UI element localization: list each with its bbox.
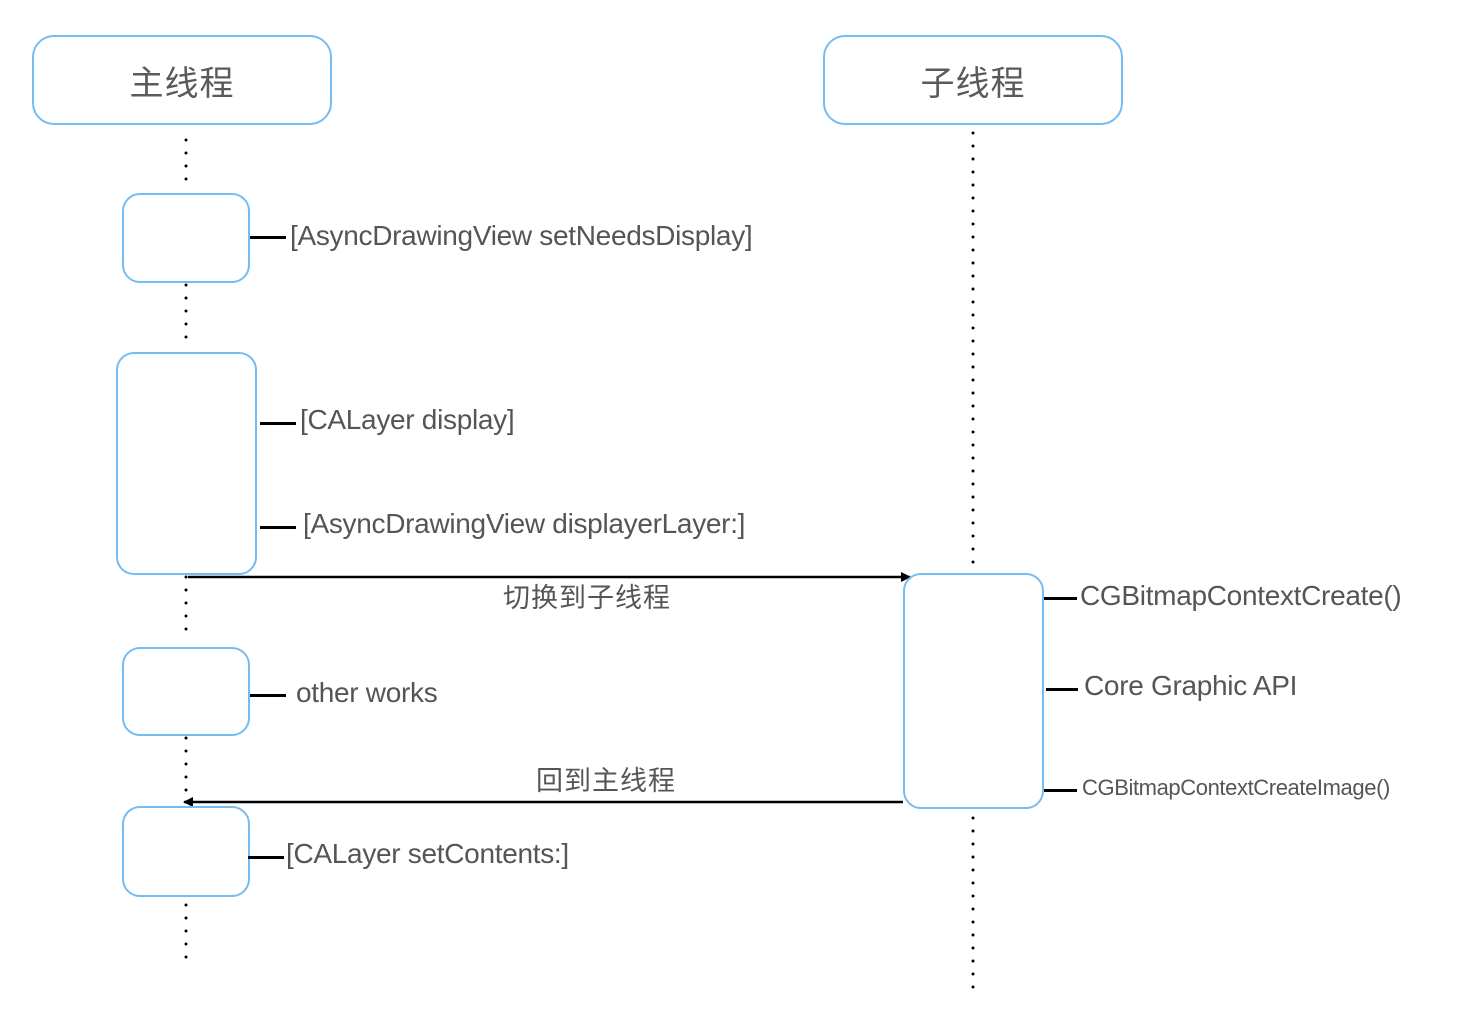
activation-child-drawing [903, 573, 1044, 809]
message-label-to-main: 回到主线程 [536, 766, 676, 797]
step-label-other-works: other works [296, 677, 438, 708]
activation-other-works [122, 647, 250, 736]
activation-set-needs-display [122, 193, 250, 283]
step-label-bitmap-context-create-image: CGBitmapContextCreateImage() [1082, 775, 1390, 800]
connector-other-works [250, 694, 286, 697]
step-label-core-graphic-api: Core Graphic API [1084, 670, 1298, 701]
connector-bitmap-context-create [1044, 597, 1077, 600]
activation-display [116, 352, 257, 575]
connector-set-needs-display [250, 236, 286, 239]
connector-display-layer [260, 526, 296, 529]
step-label-calayer-display: [CALayer display] [300, 404, 515, 435]
activation-set-contents [122, 806, 250, 897]
step-label-display-layer: [AsyncDrawingView displayerLayer:] [303, 508, 746, 539]
message-label-to-child: 切换到子线程 [503, 583, 671, 614]
participant-main-thread: 主线程 [32, 35, 332, 125]
step-label-bitmap-context-create: CGBitmapContextCreate() [1080, 580, 1402, 611]
connector-set-contents [248, 856, 284, 859]
connector-calayer-display [260, 422, 296, 425]
connector-core-graphic-api [1046, 688, 1078, 691]
step-label-set-contents: [CALayer setContents:] [286, 838, 569, 869]
participant-main-thread-label: 主线程 [129, 63, 235, 104]
participant-child-thread-label: 子线程 [920, 63, 1026, 104]
participant-child-thread: 子线程 [823, 35, 1123, 125]
connector-bitmap-context-create-image [1044, 789, 1077, 792]
step-label-set-needs-display: [AsyncDrawingView setNeedsDisplay] [290, 220, 753, 251]
